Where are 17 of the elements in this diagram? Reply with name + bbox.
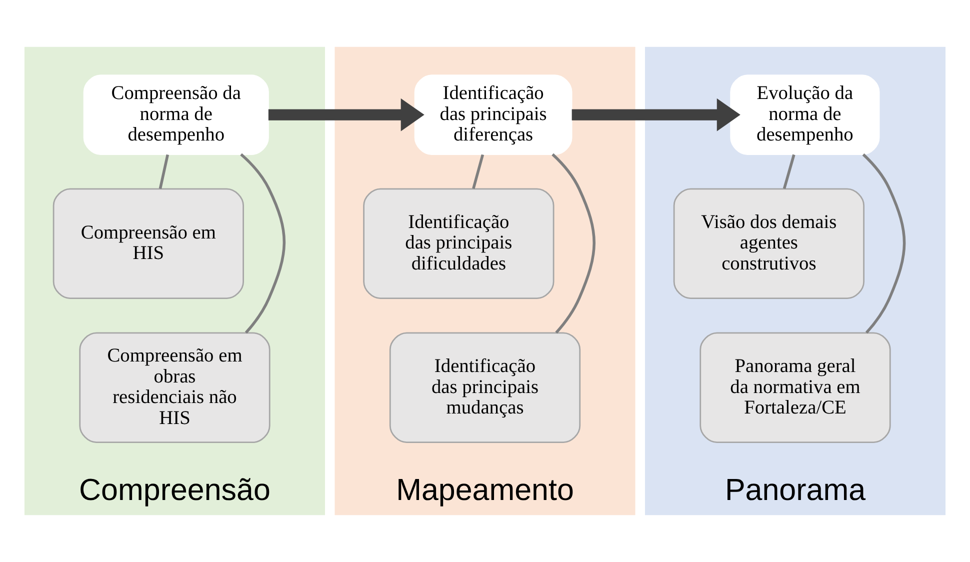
node-box: Compreensão em HIS [52,188,244,299]
connector [782,154,796,190]
node-box: Identificação das principais diferenças [414,74,572,155]
node-box: Identificação das principais dificuldades [363,188,554,299]
connector [552,153,596,334]
node-box: Evolução da norma de desempenho [730,74,880,155]
connector [862,153,906,334]
node-box: Compreensão da norma de desempenho [83,74,269,155]
connector [240,153,286,334]
node-box: Compreensão em obras residenciais não HIS [79,332,270,444]
node-box: Identificação das principais mudanças [389,332,581,444]
connector [158,154,170,189]
node-box: Visão dos demais agentes construtivos [673,188,864,299]
node-box: Panorama geral da normativa em Fortaleza/CE [700,332,891,444]
arrow [572,98,740,132]
arrow [268,98,424,132]
connector [472,154,484,190]
